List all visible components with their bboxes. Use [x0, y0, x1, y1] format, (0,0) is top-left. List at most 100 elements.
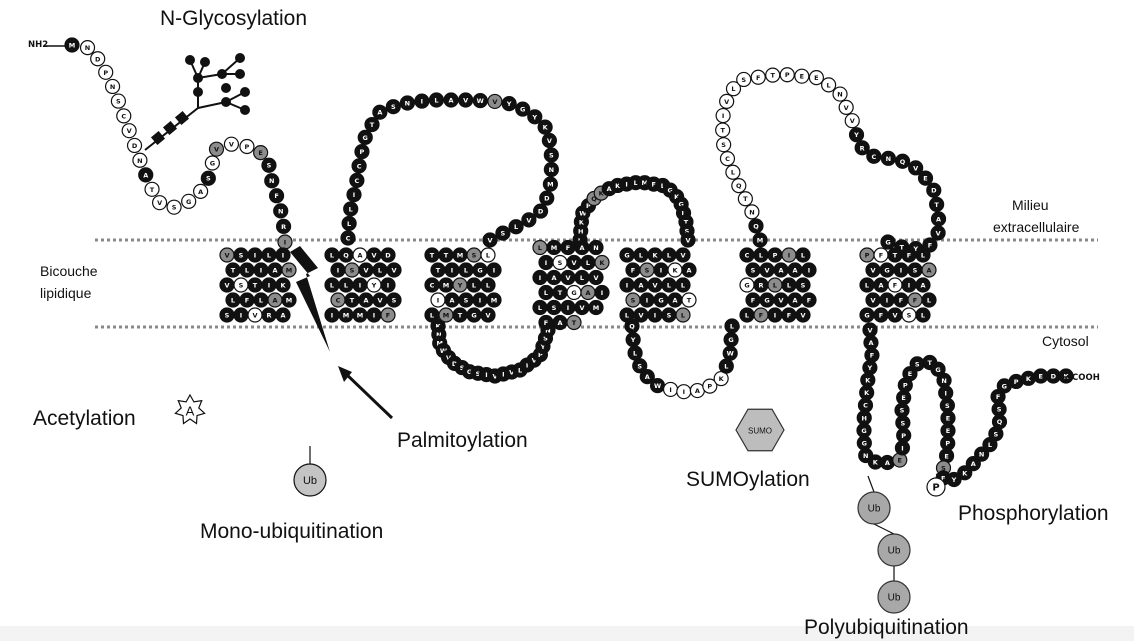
svg-text:S: S	[552, 304, 557, 312]
svg-text:P: P	[865, 252, 870, 260]
tm-residue-bead: M	[439, 278, 453, 292]
svg-text:D: D	[95, 55, 101, 63]
residue-bead: S	[717, 138, 731, 152]
svg-text:V: V	[870, 297, 875, 305]
tm-residue-bead: S	[234, 248, 248, 262]
tm-residue-bead: L	[634, 248, 648, 262]
svg-text:C: C	[354, 177, 359, 185]
tm-residue-bead: F	[240, 293, 254, 307]
svg-text:I: I	[437, 297, 439, 305]
svg-text:V: V	[800, 312, 805, 320]
svg-text:A: A	[672, 297, 677, 305]
svg-text:Ub: Ub	[303, 475, 317, 487]
tm-residue-bead: A	[353, 248, 367, 262]
svg-text:F: F	[274, 192, 278, 200]
tm-residue-bead: F	[754, 308, 768, 322]
svg-text:Y: Y	[853, 131, 859, 139]
polyubiquitination-label: Polyubiquitination	[804, 616, 969, 639]
residue-bead: Y	[850, 128, 864, 142]
palmitoylation-label: Palmitoylation	[397, 429, 528, 452]
residue-bead: A	[880, 456, 894, 470]
tm-residue-bead: L	[325, 278, 339, 292]
svg-text:W: W	[727, 350, 734, 358]
svg-text:A: A	[579, 244, 584, 252]
tm-residue-bead: R	[262, 308, 276, 322]
ptm-markers: AUbSUMOUbUbUbP	[44, 46, 1070, 613]
svg-text:A: A	[695, 387, 700, 395]
svg-text:P: P	[901, 432, 906, 440]
tm-residue-bead: I	[431, 293, 445, 307]
tm-residue-bead: V	[866, 293, 880, 307]
svg-text:T: T	[430, 252, 435, 260]
residue-bead: K	[861, 373, 875, 387]
tm-residue-bead: K	[668, 263, 682, 277]
svg-text:F: F	[996, 393, 1000, 401]
svg-text:R: R	[758, 282, 763, 290]
tm-residue-bead: L	[740, 308, 754, 322]
svg-text:A: A	[363, 297, 368, 305]
residue-bead: V	[720, 94, 734, 108]
svg-text:P: P	[1014, 378, 1019, 386]
svg-text:F: F	[879, 252, 883, 260]
svg-text:C: C	[121, 112, 126, 120]
residue-bead: I	[895, 441, 909, 455]
svg-text:I: I	[451, 267, 453, 275]
residue-bead: L	[725, 319, 739, 333]
n-glycosylation-label: N-Glycosylation	[160, 7, 307, 30]
tm-residue-bead: A	[553, 316, 567, 330]
residue-bead: F	[270, 189, 284, 203]
mono-ubiquitin-tag: Ub	[294, 446, 326, 496]
residue-bead: I	[278, 235, 292, 249]
tm-residue-bead: M	[353, 308, 367, 322]
svg-text:I: I	[886, 297, 888, 305]
tm-residue-bead: L	[539, 286, 553, 300]
residue-bead: R	[277, 219, 291, 233]
svg-text:N: N	[405, 100, 410, 108]
tm-residue-bead: V	[575, 301, 589, 315]
tm-residue-bead: T	[248, 278, 262, 292]
svg-text:C: C	[357, 162, 362, 170]
tm-residue-bead: V	[760, 263, 774, 277]
svg-text:S: S	[172, 204, 177, 212]
svg-text:A: A	[357, 252, 362, 260]
svg-text:E: E	[814, 74, 818, 82]
tm-residue-bead: M	[589, 301, 603, 315]
tm-residue-bead: F	[746, 293, 760, 307]
tm-residue-bead: V	[648, 278, 662, 292]
tm-residue-bead: F	[539, 316, 553, 330]
tm-residue-bead: P	[768, 248, 782, 262]
tm-residue-bead: I	[539, 256, 553, 270]
svg-text:L: L	[759, 252, 763, 260]
svg-text:I: I	[539, 274, 541, 282]
residue-bead: C	[352, 159, 366, 173]
tm-residue-bead: I	[445, 263, 459, 277]
svg-text:C: C	[336, 297, 341, 305]
svg-text:F: F	[245, 297, 249, 305]
svg-text:A: A	[198, 188, 203, 196]
svg-text:S: S	[637, 362, 642, 370]
residue-bead: C	[117, 109, 131, 123]
tm-residue-bead: I	[561, 301, 575, 315]
tm-residue-bead: L	[339, 278, 353, 292]
tm-residue-bead: F	[802, 293, 816, 307]
residue-bead: M	[753, 233, 767, 247]
tm-residue-bead: I	[262, 278, 276, 292]
svg-text:T: T	[558, 289, 563, 297]
svg-text:Q: Q	[629, 323, 635, 331]
svg-text:N: N	[549, 166, 554, 174]
tm-residue-bead: I	[248, 248, 262, 262]
residue-bead: V	[522, 213, 536, 227]
svg-text:T: T	[893, 252, 898, 260]
residue-bead: Q	[749, 219, 763, 233]
svg-text:I: I	[421, 98, 423, 106]
svg-text:M: M	[286, 297, 292, 305]
tm-residue-bead: A	[268, 263, 282, 277]
svg-text:G: G	[471, 312, 476, 320]
tm-residue-bead: M	[282, 263, 296, 277]
acetyl-badge-text: A	[186, 404, 195, 419]
svg-text:A: A	[551, 274, 556, 282]
svg-text:S: S	[645, 267, 650, 275]
svg-text:S: S	[751, 267, 756, 275]
svg-text:V: V	[867, 327, 872, 335]
